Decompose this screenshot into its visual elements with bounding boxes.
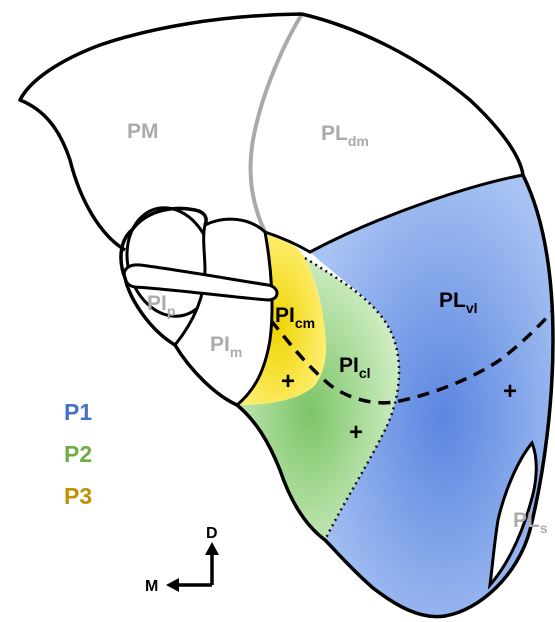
dorsal-arrowhead-icon [205,542,219,555]
label-pm: PM [127,120,159,143]
pm-pldm-boundary [251,14,302,232]
medial-arrowhead-icon [166,578,179,592]
plus-marker-plvl: + [503,378,517,405]
compass-dorsal-label: D [206,525,218,542]
legend-p3: P3 [64,483,92,509]
compass: D M [145,525,219,595]
compass-medial-label: M [145,578,158,595]
legend-p1: P1 [64,399,92,425]
label-pldm: PLdm [321,122,369,149]
plus-marker-plcl: + [349,419,363,446]
legend-p2: P2 [64,441,92,467]
plus-marker-plcm: + [281,368,295,395]
compass-arrows [176,552,212,585]
label-pls: PLs [513,509,548,536]
